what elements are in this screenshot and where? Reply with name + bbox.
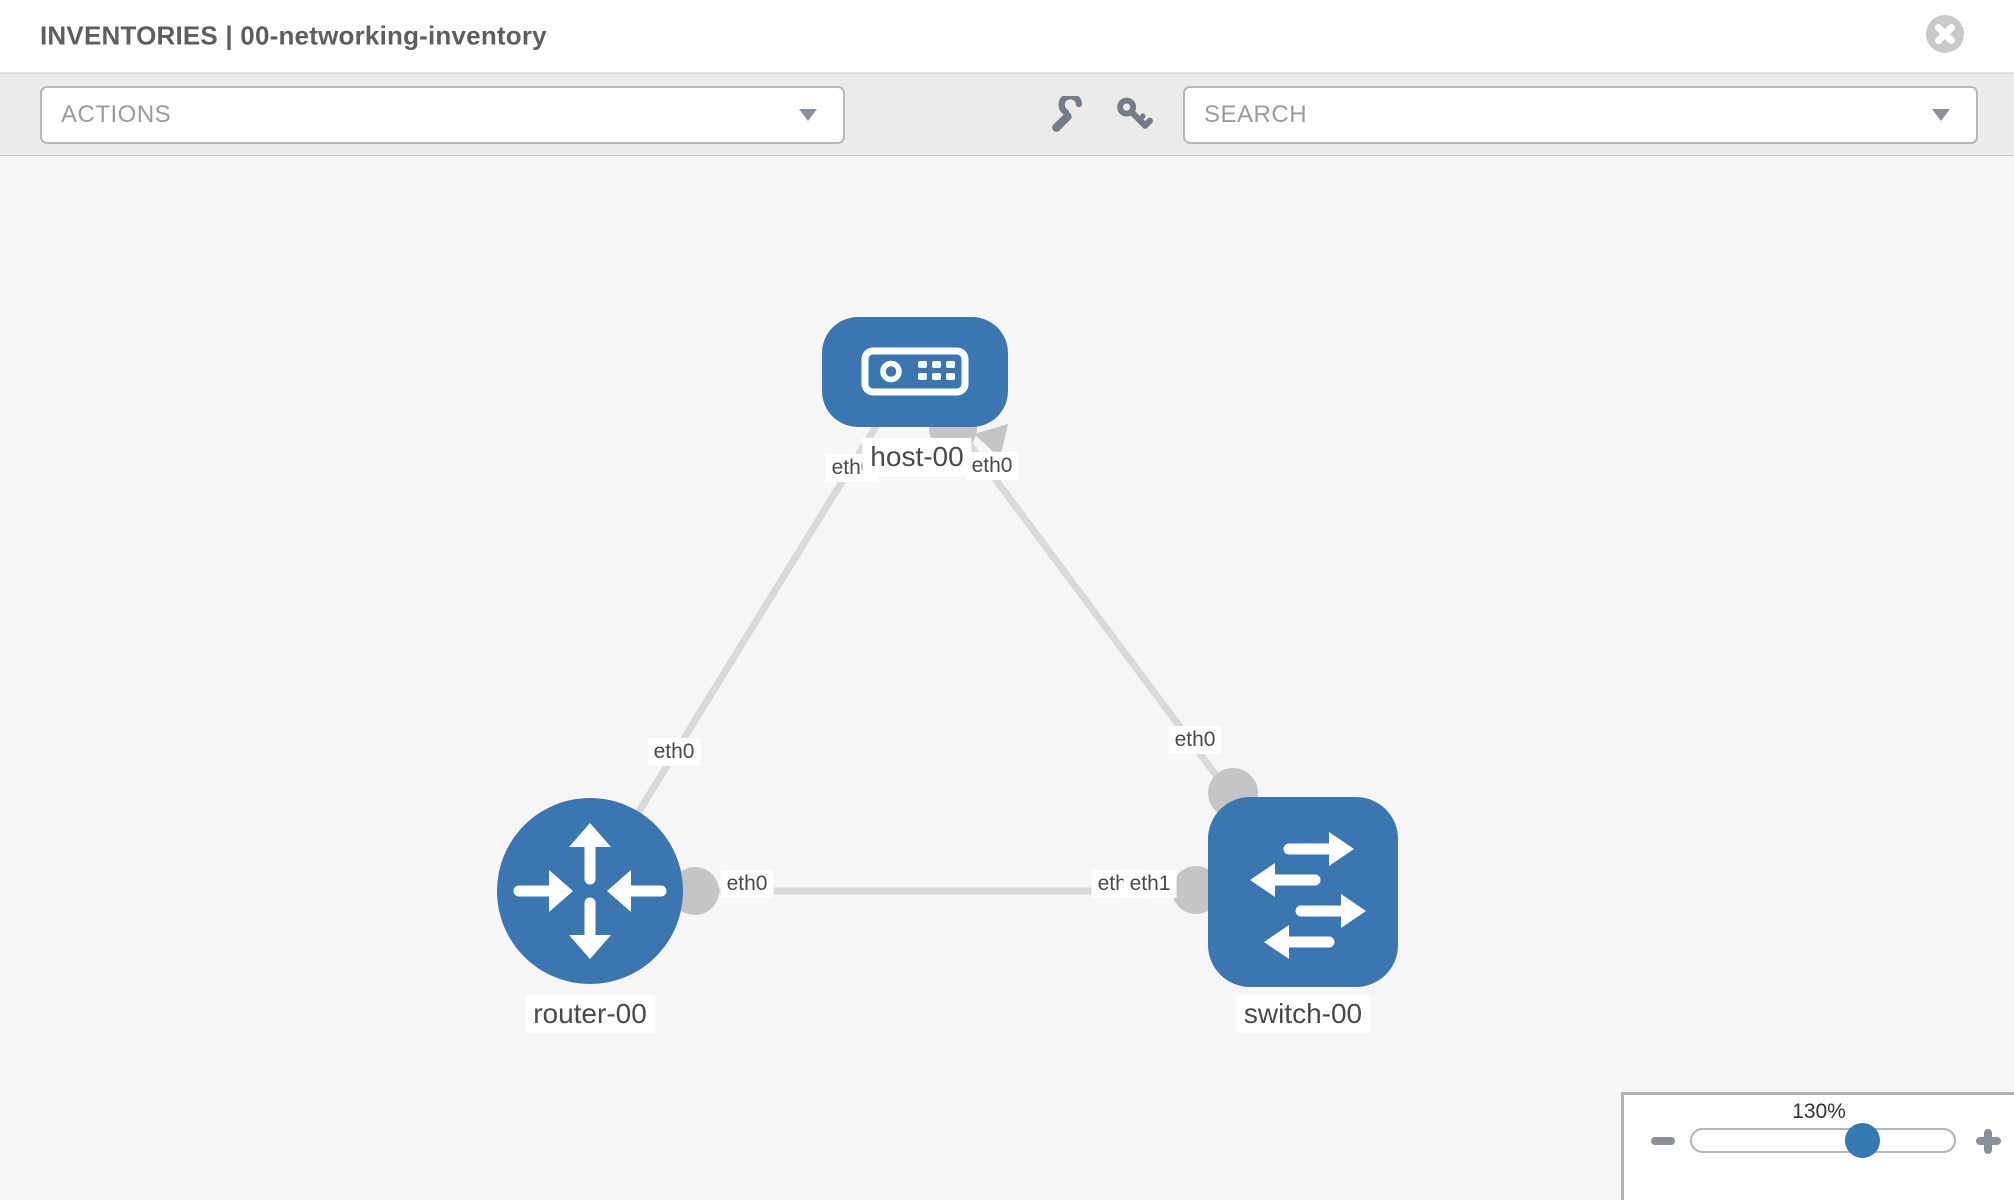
page-title: INVENTORIES | 00-networking-inventory: [40, 20, 547, 51]
switch-icon: [1250, 832, 1366, 959]
interface-label-router-port: eth0: [720, 869, 774, 899]
close-icon: [1926, 15, 1964, 53]
zoom-value: 130%: [1792, 1100, 1846, 1123]
configure-button[interactable]: [1049, 92, 1087, 134]
node-router[interactable]: [497, 798, 683, 984]
actions-dropdown[interactable]: ACTIONS: [40, 86, 845, 144]
chevron-down-icon: [799, 109, 817, 121]
node-label-switch[interactable]: switch-00: [1235, 994, 1371, 1034]
zoom-slider-handle[interactable]: [1845, 1123, 1880, 1158]
actions-dropdown-label: ACTIONS: [61, 101, 172, 128]
interface-label-host-switch-link: eth0: [1168, 725, 1222, 755]
toolbar: ACTIONS SEARCH: [0, 73, 2014, 156]
host-icon: [861, 347, 969, 396]
port-router-right: [671, 867, 719, 915]
chevron-down-icon: [1932, 109, 1950, 121]
topology-canvas[interactable]: [0, 156, 2014, 1200]
close-button[interactable]: [1925, 14, 1965, 54]
node-label-host[interactable]: host-00: [862, 437, 972, 477]
link-arrowhead: [974, 424, 1008, 458]
key-button[interactable]: [1115, 96, 1153, 134]
zoom-slider[interactable]: [1690, 1128, 1956, 1153]
interface-label-switch-port: eth1: [1123, 869, 1177, 899]
interface-label-host-router-link: eth0: [647, 737, 701, 767]
zoom-out-icon[interactable]: [1651, 1137, 1675, 1145]
zoom-in-icon[interactable]: [1984, 1129, 1992, 1154]
key-icon: [1117, 97, 1153, 129]
node-switch[interactable]: [1208, 797, 1398, 987]
node-label-router[interactable]: router-00: [525, 994, 655, 1034]
node-host[interactable]: [822, 317, 1008, 427]
window-header: INVENTORIES | 00-networking-inventory: [0, 0, 2014, 73]
topology-graph: [497, 317, 1398, 987]
zoom-panel: 130%: [1621, 1092, 2014, 1200]
router-icon: [513, 823, 667, 959]
interface-label-host-right: eth0: [965, 451, 1019, 481]
search-placeholder: SEARCH: [1204, 101, 1308, 128]
wrench-icon: [1052, 92, 1083, 132]
search-dropdown[interactable]: SEARCH: [1183, 86, 1978, 144]
